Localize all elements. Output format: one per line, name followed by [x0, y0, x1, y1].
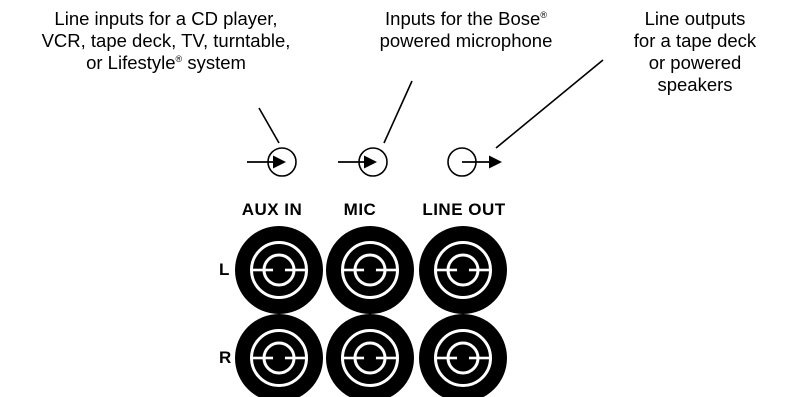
- input-arrow-icon: [338, 147, 388, 177]
- input-arrow-icon: [247, 147, 297, 177]
- leader-line-aux-in: [258, 107, 280, 144]
- registered-mark: ®: [175, 54, 183, 64]
- callout-aux-in-line-3-suffix: system: [182, 52, 246, 73]
- callout-line-out-line-1: Line outputs: [644, 8, 746, 29]
- rca-jack-mic-l: [326, 226, 414, 314]
- callout-aux-in-line-3: or Lifestyle® system: [0, 52, 332, 74]
- callout-line-out-line-2: for a tape deck: [633, 30, 757, 51]
- callout-line-out-line-3: or powered: [648, 52, 742, 73]
- jack-label-mic: MIC: [343, 200, 377, 219]
- callout-mic-line-1-text: Inputs for the Bose: [385, 8, 541, 29]
- rca-jack-aux-in-r: [235, 314, 323, 397]
- callout-line-out: Line outputs for a tape deck or powered …: [615, 8, 775, 96]
- row-label-right: R: [219, 348, 232, 367]
- callout-mic-line-2: powered microphone: [379, 30, 553, 51]
- callout-aux-in: Line inputs for a CD player, VCR, tape d…: [0, 8, 332, 74]
- rca-jack-line-out-l: [419, 226, 507, 314]
- row-label-left: L: [219, 260, 230, 279]
- rca-jack-aux-in-l: [235, 226, 323, 314]
- registered-mark: ®: [540, 10, 547, 20]
- output-arrow-icon: [447, 147, 502, 177]
- jack-label-line-out: LINE OUT: [422, 200, 506, 219]
- callout-mic-line-1: Inputs for the Bose®: [350, 8, 582, 30]
- jack-label-aux-in: AUX IN: [241, 200, 303, 219]
- callout-aux-in-line-1: Line inputs for a CD player,: [54, 8, 278, 29]
- leader-line-line-out: [495, 59, 604, 149]
- rca-jack-mic-r: [326, 314, 414, 397]
- callout-mic: Inputs for the Bose® powered microphone: [350, 8, 582, 52]
- callout-line-out-line-4: speakers: [657, 74, 733, 95]
- callout-aux-in-line-3-text: or Lifestyle: [86, 52, 176, 73]
- callout-aux-in-line-2: VCR, tape deck, TV, turntable,: [41, 30, 291, 51]
- rca-jack-line-out-r: [419, 314, 507, 397]
- leader-line-mic: [383, 80, 413, 144]
